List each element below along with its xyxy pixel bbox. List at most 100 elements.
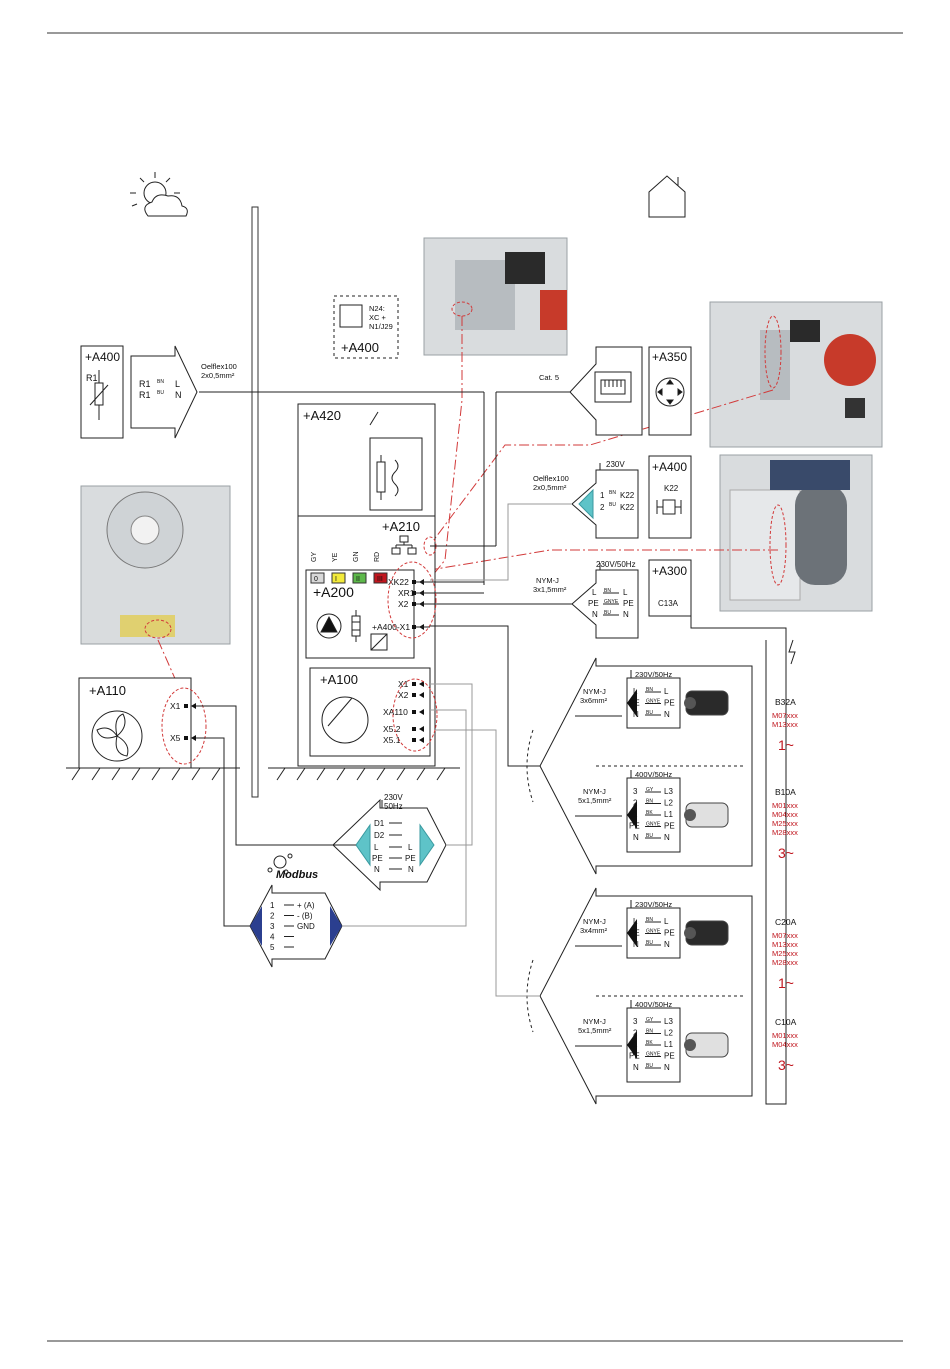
a210-label: +A210	[382, 519, 420, 534]
fuse-model: M07xxx	[772, 711, 798, 720]
sensor-wire-color-2: BU	[157, 390, 164, 396]
connector-left-pin: 1	[633, 810, 638, 819]
a100-label: +A100	[320, 672, 358, 687]
a300-right-pin: N	[623, 610, 629, 619]
connector-left-pin: 1	[633, 1040, 638, 1049]
a200-terminal-label: X2	[398, 599, 409, 609]
fuse-model: M25xxx	[772, 949, 798, 958]
connector-wire-color: BN	[646, 687, 653, 693]
power-left-pin: PE	[372, 854, 383, 863]
connector-right-pin: N	[664, 940, 670, 949]
terminal-dot	[412, 727, 416, 731]
connector-left-pin: N	[633, 710, 639, 719]
photo-controller-board	[423, 237, 568, 356]
power-voltage: 230V	[384, 793, 403, 802]
wall-section	[251, 206, 259, 798]
a110-label: +A110	[89, 683, 126, 698]
connector-voltage: 400V/50Hz	[635, 770, 672, 779]
a400-top-line-2: XC +	[369, 313, 387, 322]
main-unit	[297, 403, 436, 767]
connector-right-pin: L	[664, 687, 669, 696]
resistor-icon	[89, 370, 109, 420]
a200-terminal-label: XK22	[388, 577, 409, 587]
power-right-pin: PE	[405, 854, 416, 863]
connector-left-pin: PE	[629, 929, 640, 938]
sensor-plug	[130, 345, 198, 439]
heater-icon	[369, 411, 423, 511]
connector-right-pin: N	[664, 833, 670, 842]
a400-top-label: +A400	[341, 340, 379, 355]
modbus-connector	[249, 853, 343, 968]
power-right-pin: L	[408, 843, 413, 852]
lightning-icon	[788, 639, 796, 665]
fuse-model: M13xxx	[772, 940, 798, 949]
k22-label: K22	[664, 484, 679, 493]
connector-left-pin: PE	[629, 822, 640, 831]
terminal-dot	[412, 738, 416, 742]
terminal-dot	[412, 580, 416, 584]
fuse-phase: 1~	[778, 737, 794, 753]
joystick-icon	[655, 377, 685, 407]
a400-relay-label: +A400	[652, 460, 687, 474]
modbus-pin: 3	[270, 922, 275, 931]
connector-left-pin: 3	[633, 787, 638, 796]
connector-left-pin: 3	[633, 1017, 638, 1026]
connector-right-pin: L1	[664, 1040, 673, 1049]
modbus-signal: - (B)	[297, 912, 313, 921]
a300-left-pin: PE	[588, 599, 599, 608]
relay-right-2: K22	[620, 503, 635, 512]
connector-wire-color: BK	[646, 810, 653, 816]
a400-sensor-label: +A400	[85, 350, 120, 364]
modbus-network-icon	[267, 853, 293, 875]
modbus-signal: GND	[297, 922, 315, 931]
photo-compressor	[719, 454, 873, 612]
terminal-arrow	[419, 681, 424, 687]
terminal-arrow	[419, 709, 424, 715]
a300-wire-color: BU	[604, 610, 611, 616]
connector-cable-name: NYM-J	[583, 787, 606, 796]
outdoor-weather-icon	[130, 172, 188, 217]
a200-terminal-label: +A400-X1	[372, 622, 410, 632]
a400-relay-box	[648, 455, 692, 539]
relay-voltage: 230V	[606, 460, 625, 469]
relay-cable-name: Oelflex100	[533, 474, 569, 483]
ground-left	[66, 767, 240, 781]
fuse-rating: B32A	[775, 697, 796, 707]
led-indicator	[310, 572, 325, 584]
connector-wire-color: BU	[646, 940, 653, 946]
connector-wire-color: GY	[646, 1017, 654, 1023]
connector-wire-color: BU	[646, 1063, 653, 1069]
sensor-wire-color-1: BN	[157, 379, 164, 385]
sensor-plug-right-1: L	[175, 379, 180, 389]
resistor-icon-a200	[351, 610, 361, 642]
fuse-model: M28xxx	[772, 958, 798, 967]
a350-plug	[569, 346, 643, 436]
a200-label: +A200	[313, 584, 354, 600]
connector-right-pin: L1	[664, 810, 673, 819]
connector-right-pin: PE	[664, 822, 675, 831]
a400-top-line-3: N1/J29	[369, 322, 393, 331]
terminal-arrow	[419, 726, 424, 732]
connector-voltage: 400V/50Hz	[635, 1000, 672, 1009]
relay-right-1: K22	[620, 491, 635, 500]
a100-terminal-label: XA110	[383, 707, 408, 717]
relay-cable-size: 2x0,5mm²	[533, 483, 567, 492]
a300-box	[648, 559, 692, 617]
a300-wire-color: BN	[604, 588, 611, 594]
connector-left-pin: 2	[633, 799, 638, 808]
fuse-model: M04xxx	[772, 810, 798, 819]
photo-heat-pump-top	[709, 301, 883, 448]
a400-top-box	[333, 295, 399, 359]
terminal-arrow	[419, 737, 424, 743]
modbus-title: Modbus	[276, 869, 318, 881]
a100-terminal-label: X2	[398, 690, 409, 700]
connector-left-pin: N	[633, 833, 639, 842]
connector-panel-1	[539, 657, 753, 875]
r1-label: R1	[86, 373, 98, 383]
